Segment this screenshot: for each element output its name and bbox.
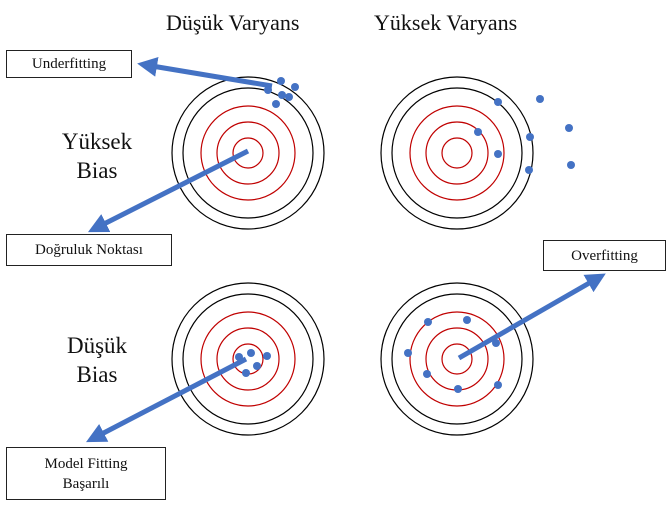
target-low-bias-low-variance	[171, 282, 325, 436]
ring-red-bullseye	[441, 343, 473, 375]
data-dot	[536, 95, 544, 103]
data-dot	[277, 77, 285, 85]
ring-outer-inner	[182, 293, 314, 425]
data-dot	[424, 318, 432, 326]
ring-red-bullseye	[232, 137, 264, 169]
data-dot	[253, 362, 261, 370]
data-dot	[278, 91, 286, 99]
data-dot	[525, 166, 533, 174]
data-dot	[463, 316, 471, 324]
data-dot	[272, 100, 280, 108]
ring-outer	[171, 76, 325, 230]
ring-red	[200, 311, 296, 407]
data-dot	[291, 83, 299, 91]
data-dot	[565, 124, 573, 132]
data-dot	[454, 385, 462, 393]
ring-red	[425, 121, 489, 185]
ring-red	[200, 105, 296, 201]
callout-model-fitting-line1: Model Fitting	[44, 455, 128, 472]
data-dot	[263, 352, 271, 360]
ring-red	[216, 121, 280, 185]
data-dot	[567, 161, 575, 169]
ring-outer-inner	[391, 293, 523, 425]
header-high-variance: Yüksek Varyans	[374, 10, 518, 35]
target-low-bias-high-variance	[380, 282, 534, 436]
row-label-low-bias-line2: Bias	[76, 362, 118, 387]
data-dot	[492, 339, 500, 347]
ring-outer-inner	[182, 87, 314, 219]
callout-underfitting: Underfitting	[6, 50, 132, 78]
ring-red-bullseye	[441, 137, 473, 169]
arrow-to-overfitting	[457, 273, 606, 361]
ring-outer	[380, 282, 534, 436]
header-low-variance: Düşük Varyans	[166, 10, 300, 35]
row-label-high-bias-line2: Bias	[76, 158, 118, 183]
ring-red	[409, 311, 505, 407]
callout-accuracy-point: Doğruluk Noktası	[6, 234, 172, 266]
data-dot	[494, 150, 502, 158]
data-dot	[242, 369, 250, 377]
data-dot	[474, 128, 482, 136]
target-high-bias-low-variance	[171, 76, 325, 230]
row-label-high-bias-line1: Yüksek	[61, 129, 133, 154]
data-dot	[247, 349, 255, 357]
ring-red	[216, 327, 280, 391]
callout-model-fitting-line2: Başarılı	[62, 475, 110, 492]
data-dot	[285, 93, 293, 101]
data-dot	[494, 381, 502, 389]
data-dot	[526, 133, 534, 141]
row-label-low-bias: Düşük Bias	[37, 331, 157, 389]
data-dot	[494, 98, 502, 106]
callout-model-fitting: Model Fitting Başarılı	[6, 447, 166, 500]
arrow-to-model-fitting	[86, 356, 248, 443]
ring-red	[425, 327, 489, 391]
data-dot	[404, 349, 412, 357]
target-high-bias-high-variance	[380, 76, 575, 230]
ring-red	[409, 105, 505, 201]
ring-outer	[380, 76, 534, 230]
data-dot	[423, 370, 431, 378]
ring-outer	[171, 282, 325, 436]
arrow-to-underfitting	[137, 56, 273, 89]
row-label-high-bias: Yüksek Bias	[37, 127, 157, 185]
row-label-low-bias-line1: Düşük	[66, 333, 128, 358]
callout-overfitting: Overfitting	[543, 240, 666, 271]
ring-outer-inner	[391, 87, 523, 219]
arrow-to-accuracy-point	[87, 148, 250, 233]
